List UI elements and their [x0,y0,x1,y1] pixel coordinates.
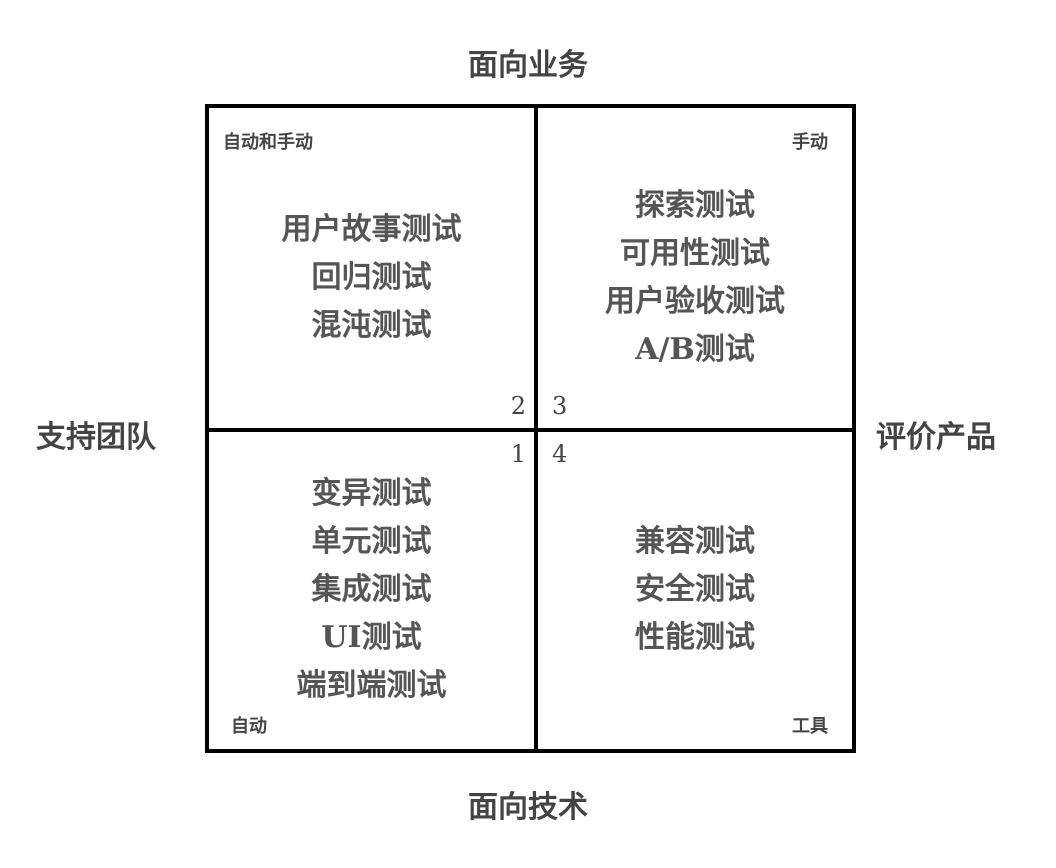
quadrant-item: 探索测试 [635,188,755,223]
quadrant-item-list: 用户故事测试 回归测试 混沌测试 [209,206,534,350]
quadrant-item: 用户故事测试 [281,212,462,247]
axis-label-top: 面向业务 [468,48,588,83]
quadrant-item: 用户验收测试 [605,284,785,319]
quadrant-item: 变异测试 [311,476,432,511]
quadrant-item: 兼容测试 [635,524,755,559]
axis-label-bottom: 面向技术 [468,790,588,825]
quadrant-item-list: 变异测试 单元测试 集成测试 UI测试 端到端测试 [209,470,534,710]
quadrant-corner-label: 工具 [792,716,828,737]
quadrant-number: 3 [552,392,568,420]
quadrant-item: 单元测试 [311,524,432,559]
quadrant-item: UI测试 [321,620,422,655]
quadrant-item: 性能测试 [635,620,755,655]
quadrant-corner-label: 手动 [792,132,828,153]
quadrant-item: 回归测试 [311,260,432,295]
quadrant-item: 混沌测试 [311,308,432,343]
quadrant-bottom-left: 1 变异测试 单元测试 集成测试 UI测试 端到端测试 自动 [205,430,536,753]
quadrant-number: 1 [510,440,526,468]
quadrant-item: 可用性测试 [620,236,770,271]
quadrant-corner-label: 自动和手动 [223,132,313,153]
quadrant-item-list: 兼容测试 安全测试 性能测试 [538,518,852,662]
axis-label-right: 评价产品 [876,420,996,455]
quadrant-bottom-right: 4 兼容测试 安全测试 性能测试 工具 [536,430,856,753]
quadrant-top-right: 手动 探索测试 可用性测试 用户验收测试 A/B测试 3 [536,104,856,430]
quadrant-item: 端到端测试 [296,668,447,703]
quadrant-corner-label: 自动 [231,716,267,737]
quadrant-number: 4 [552,440,568,468]
quadrant-item: A/B测试 [635,332,755,367]
quadrant-number: 2 [510,392,526,420]
quadrant-top-left: 自动和手动 用户故事测试 回归测试 混沌测试 2 [205,104,536,430]
axis-label-left: 支持团队 [36,420,156,455]
quadrant-item: 安全测试 [635,572,755,607]
quadrant-item: 集成测试 [311,572,432,607]
quadrant-item-list: 探索测试 可用性测试 用户验收测试 A/B测试 [538,182,852,374]
